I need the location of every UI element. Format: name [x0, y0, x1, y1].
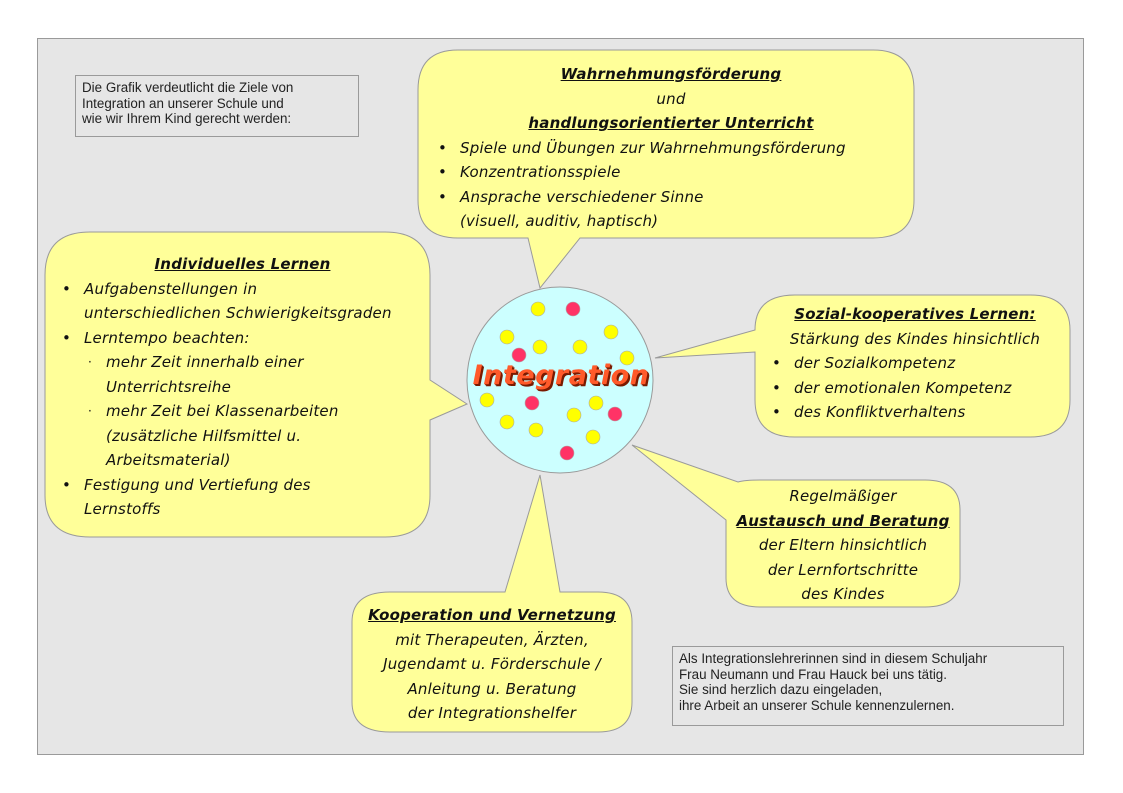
outro-line: Frau Neumann und Frau Hauck bei uns täti…	[679, 666, 947, 682]
bubble-bottom-text: Kooperation und Vernetzung mit Therapeut…	[352, 603, 632, 726]
bubble-top-title-connector: und	[656, 89, 686, 108]
sub-list-item-continuation: (zusätzliche Hilfsmittel u.	[106, 426, 302, 445]
dot-red	[565, 301, 581, 317]
dot-yellow	[588, 395, 604, 411]
outro-line: ihre Arbeit an unserer Schule kennenzule…	[679, 697, 955, 713]
bubble-bottom-shape	[351, 474, 633, 733]
list-item: Festigung und Vertiefung des	[60, 473, 425, 498]
list-item: der Sozialkompetenz	[770, 351, 1060, 376]
dot-yellow	[585, 429, 601, 445]
sub-list-item: mehr Zeit innerhalb einer	[60, 350, 425, 375]
list-item-continuation: Lernstoffs	[84, 500, 161, 518]
list-item-continuation: unterschiedlichen Schwierigkeitsgraden	[84, 304, 392, 322]
integration-title: Integration	[472, 360, 650, 391]
list-item: Konzentrationsspiele	[436, 160, 906, 185]
integration-dots	[479, 301, 635, 461]
bubble-right-list: der Sozialkompetenz der emotionalen Komp…	[770, 351, 1060, 425]
dot-yellow	[532, 339, 548, 355]
sub-list-item-continuation: Unterrichtsreihe	[106, 377, 232, 396]
outro-line: Sie sind herzlich dazu eingeladen,	[679, 682, 883, 697]
bubble-lower-right-title: Austausch und Beratung	[736, 511, 950, 530]
dot-red	[511, 347, 527, 363]
bubble-right-title: Sozial-kooperatives Lernen:	[794, 305, 1036, 323]
dot-yellow	[499, 414, 515, 430]
intro-note: Die Grafik verdeutlicht die Ziele von In…	[75, 75, 359, 137]
outro-note: Als Integrationslehrerinnen sind in dies…	[672, 646, 1064, 726]
dot-yellow	[572, 339, 588, 355]
dot-yellow	[530, 301, 546, 317]
bubble-top-title: Wahrnehmungsförderung	[560, 65, 782, 83]
intro-line: Integration an unserer Schule und	[82, 95, 284, 111]
list-item: Spiele und Übungen zur Wahrnehmungsförde…	[436, 136, 906, 161]
bubble-lower-right-line: der Lernfortschritte	[767, 560, 919, 579]
bubble-bottom-line: der Integrationshelfer	[407, 704, 577, 722]
bubble-left-shape	[44, 231, 469, 538]
list-item: des Konfliktverhaltens	[770, 400, 1060, 425]
bubble-lower-right-text: Regelmäßiger Austausch und Beratung der …	[730, 484, 956, 607]
outro-line: Als Integrationslehrerinnen sind in dies…	[679, 651, 988, 666]
dot-red	[524, 395, 540, 411]
list-item: Ansprache verschiedener Sinne	[436, 185, 906, 210]
intro-line: Die Grafik verdeutlicht die Ziele von	[82, 80, 294, 95]
bubble-right-text: Sozial-kooperatives Lernen: Stärkung des…	[770, 302, 1060, 425]
bubble-bottom-line: mit Therapeuten, Ärzten,	[395, 630, 589, 649]
bubble-top-list: Spiele und Übungen zur Wahrnehmungsförde…	[436, 136, 906, 234]
sub-list-item: mehr Zeit bei Klassenarbeiten	[60, 399, 425, 424]
list-item: Lerntempo beachten:	[60, 326, 425, 351]
dot-yellow	[603, 324, 619, 340]
list-item-continuation: (visuell, auditiv, haptisch)	[460, 212, 659, 230]
dot-yellow	[499, 329, 515, 345]
bubble-right-subtitle: Stärkung des Kindes hinsichtlich	[789, 329, 1041, 348]
bubble-lower-right-line: Regelmäßiger	[789, 487, 897, 505]
bubble-lower-right-shape	[631, 444, 961, 608]
bubble-bottom-line: Anleitung u. Beratung	[407, 679, 577, 698]
bubble-left-text: Individuelles Lernen Aufgabenstellungen …	[60, 252, 425, 522]
bubble-top-title-2: handlungsorientierter Unterricht	[528, 114, 814, 132]
list-item: der emotionalen Kompetenz	[770, 376, 1060, 401]
bubble-bottom-title: Kooperation und Vernetzung	[368, 606, 616, 624]
dot-red	[559, 445, 575, 461]
dot-yellow	[479, 392, 495, 408]
bubble-lower-right-line: der Eltern hinsichtlich	[758, 536, 928, 554]
sub-list-item-continuation: Arbeitsmaterial)	[106, 451, 231, 469]
dot-yellow	[566, 407, 582, 423]
dot-yellow	[619, 350, 635, 366]
bubble-bottom-line: Jugendamt u. Förderschule /	[383, 655, 601, 673]
intro-line: wie wir Ihrem Kind gerecht werden:	[82, 111, 292, 126]
bubble-left-title: Individuelles Lernen	[154, 255, 331, 273]
list-item: Aufgabenstellungen in	[60, 277, 425, 302]
bubble-left-list: Aufgabenstellungen in unterschiedlichen …	[60, 277, 425, 522]
bubble-lower-right-line: des Kindes	[801, 585, 885, 603]
dot-yellow	[528, 422, 544, 438]
dot-red	[607, 406, 623, 422]
bubble-top-text: Wahrnehmungsförderung und handlungsorien…	[436, 62, 906, 234]
